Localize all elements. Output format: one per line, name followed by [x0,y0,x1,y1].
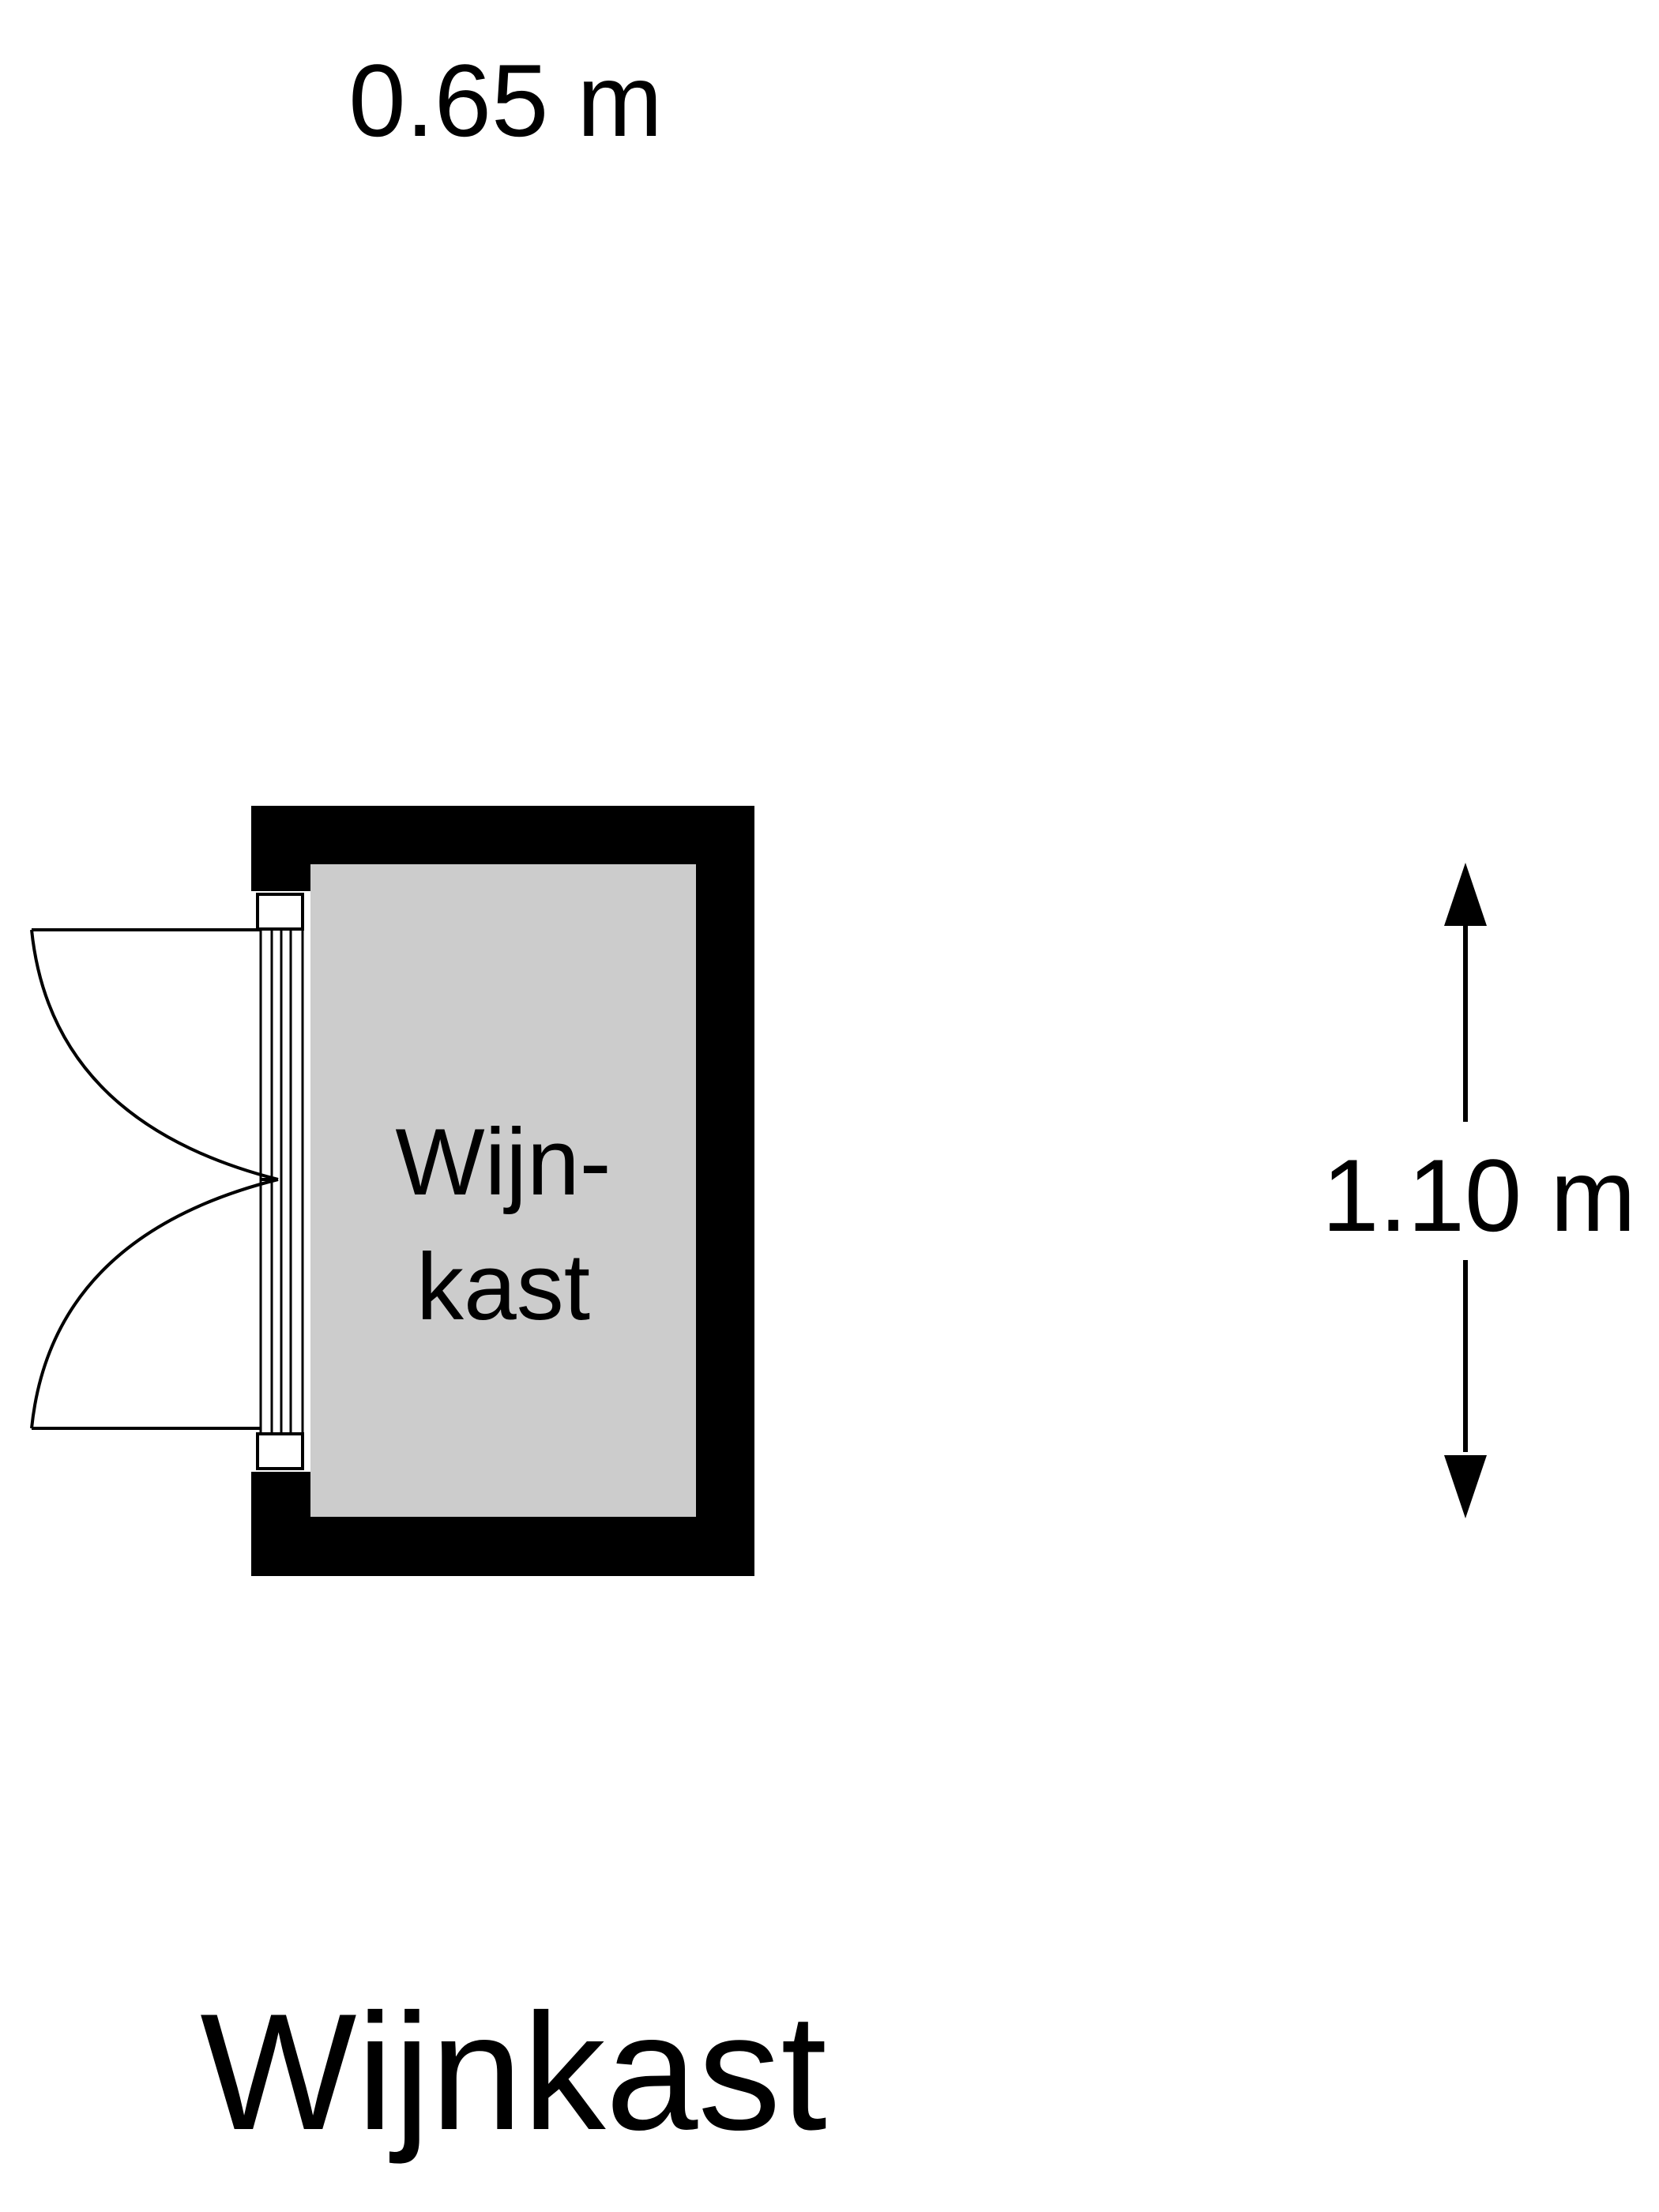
width-dimension-label: 0.65 m [348,43,662,158]
room-label-line-1: Wijn- [395,1109,611,1215]
room-floor [310,864,696,1517]
plan-title: Wijnkast [200,1979,826,2165]
room-label-line-2: kast [416,1234,590,1340]
height-dimension-arrow [1444,863,1487,1518]
arrow-down-icon [1444,1455,1487,1518]
door-swing [30,928,279,1430]
door-opening [251,891,310,1472]
arrow-up-icon [1444,863,1487,926]
height-dimension-label: 1.10 m [1322,1138,1635,1253]
